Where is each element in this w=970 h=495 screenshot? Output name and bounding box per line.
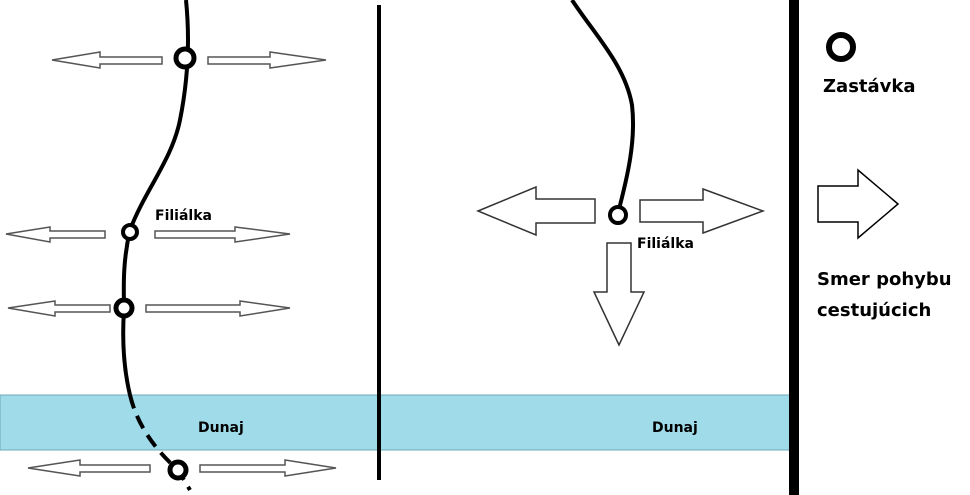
route-line-left <box>121 0 190 396</box>
arrow-right-4 <box>199 459 337 477</box>
stop-marker-left-3 <box>113 297 135 319</box>
arrow-left-2 <box>5 226 106 243</box>
arrow-left-1 <box>51 51 163 69</box>
river-right <box>379 394 791 451</box>
arrow-left-4 <box>27 459 151 477</box>
arrow-left-3 <box>7 300 111 317</box>
arrow-big-right <box>639 187 766 235</box>
arrow-right-1 <box>207 51 327 69</box>
legend-direction-arrow-icon <box>817 168 900 240</box>
legend-stop-label: Zastávka <box>823 76 916 97</box>
route-line-right <box>570 0 636 214</box>
stop-marker-left-2 <box>121 223 139 241</box>
stop-marker-right <box>608 205 628 225</box>
arrow-right-3 <box>145 300 291 317</box>
arrow-big-down <box>592 242 646 347</box>
legend-direction-line1: Smer pohybu <box>817 269 952 290</box>
stop-marker-left-1 <box>173 46 197 70</box>
station-label-left: Filiálka <box>155 208 212 224</box>
legend-direction-line2: cestujúcich <box>817 300 931 321</box>
arrow-right-2 <box>154 226 291 243</box>
river-left <box>0 394 381 451</box>
legend-stop-icon <box>826 32 856 62</box>
station-label-right: Filiálka <box>637 236 694 252</box>
river-label-left: Dunaj <box>198 420 244 436</box>
river-label-right: Dunaj <box>652 420 698 436</box>
stop-marker-left-4 <box>167 459 189 481</box>
arrow-big-left <box>476 185 596 237</box>
